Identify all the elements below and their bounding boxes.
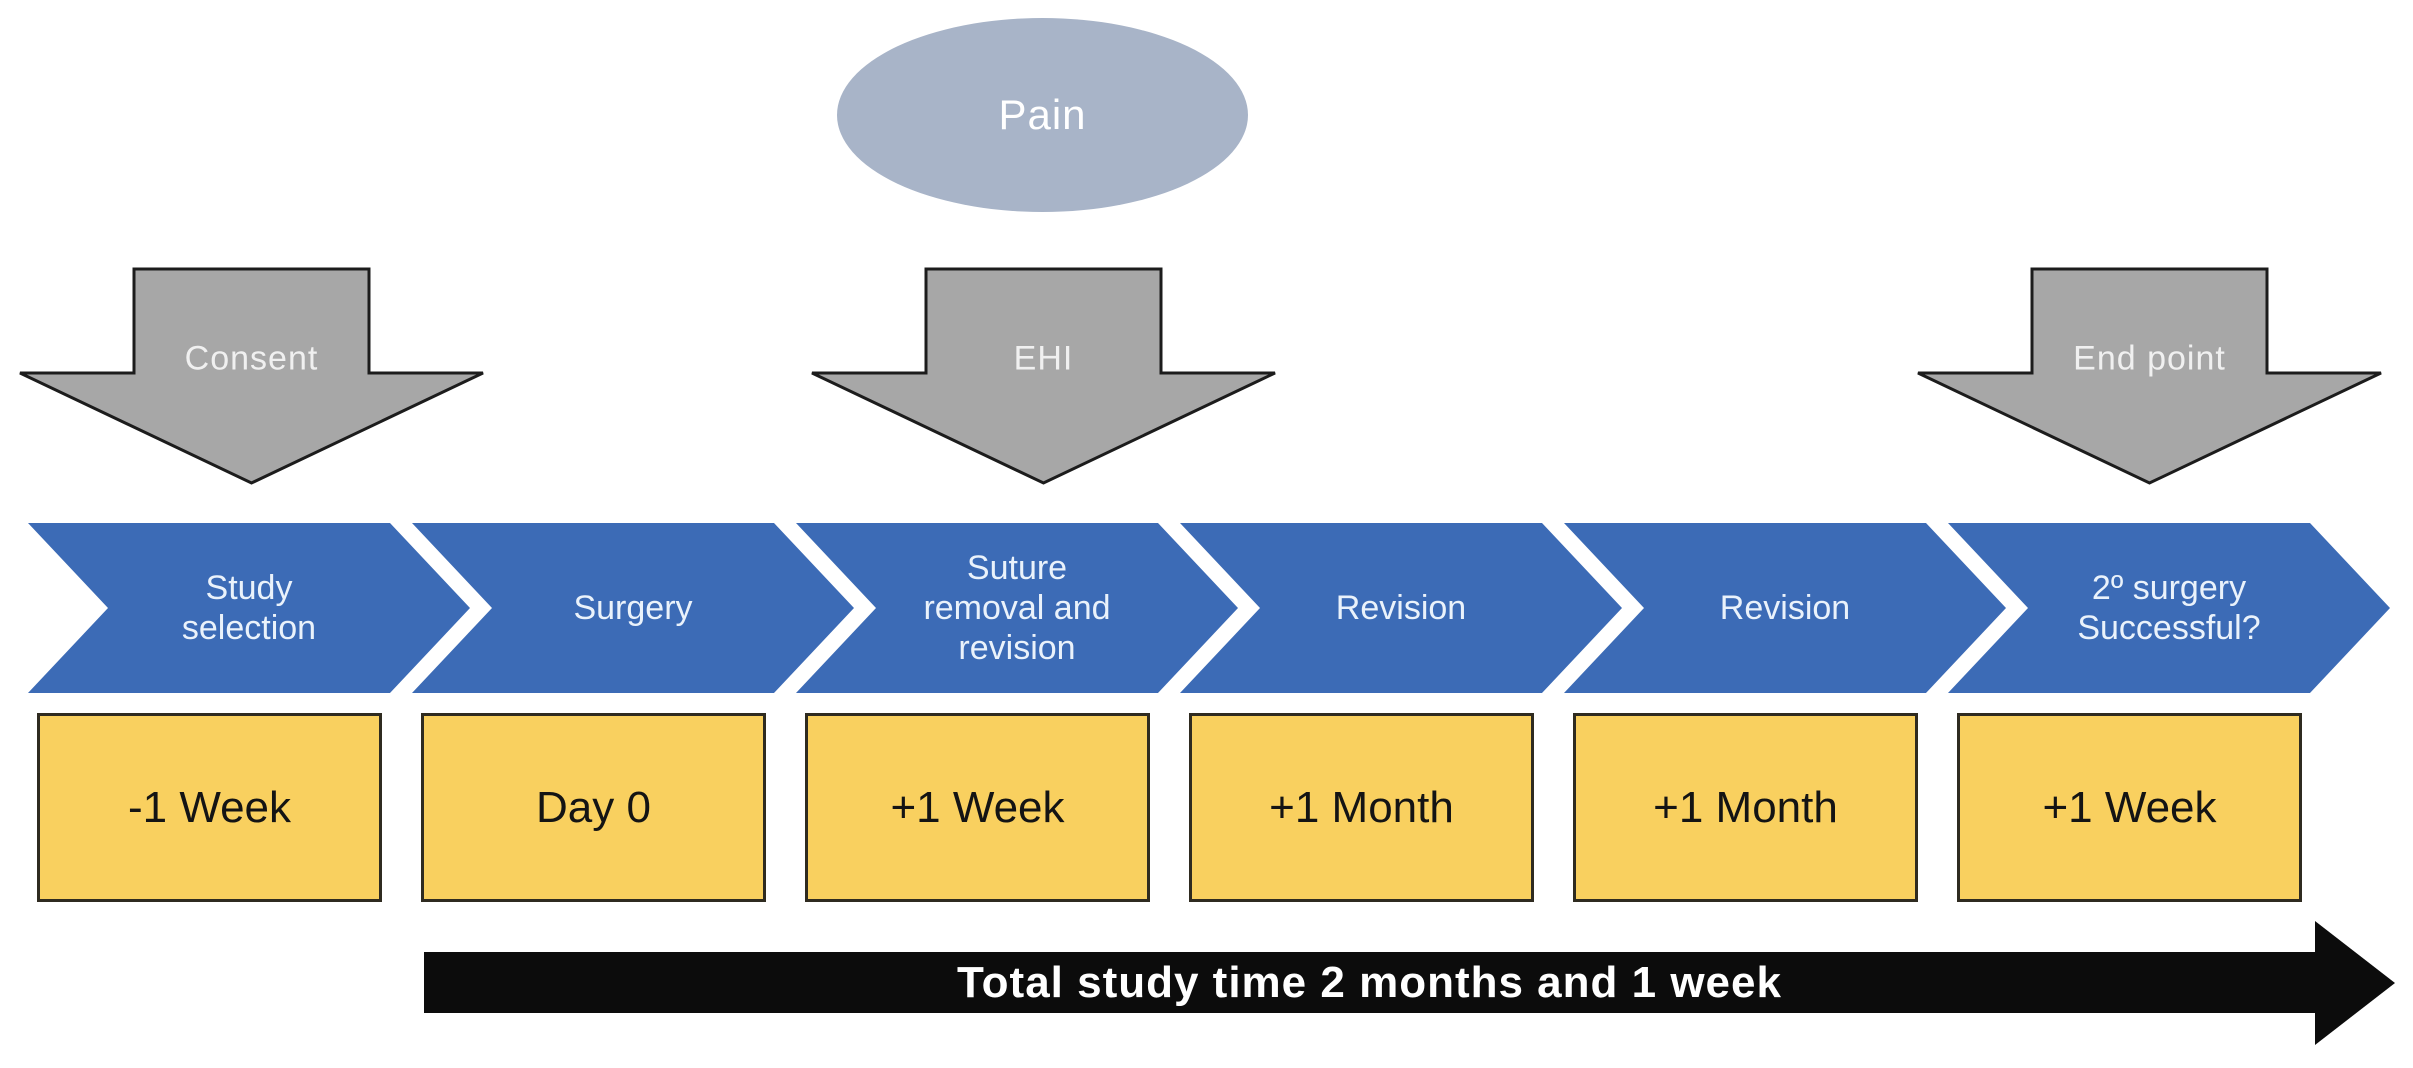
time-box-plus-1-week-2: +1 Week: [1957, 713, 2302, 902]
time-label: Day 0: [536, 782, 651, 832]
time-label: +1 Month: [1269, 782, 1454, 832]
stage-label: Revision: [1335, 588, 1467, 627]
stage-label: Study selection: [181, 568, 317, 647]
right-arrowhead-icon: [2315, 921, 2395, 1045]
ehi-label: EHI: [1013, 339, 1074, 378]
stage-label: Suture removal and revision: [923, 548, 1111, 668]
time-label: +1 Week: [2042, 782, 2217, 832]
time-box-plus-1-week: +1 Week: [805, 713, 1150, 902]
down-arrow-icon: [811, 267, 1276, 485]
stage-chevron-suture-removal: Suture removal and revision: [796, 523, 1238, 693]
stage-chevron-surgery: Surgery: [412, 523, 854, 693]
time-label: -1 Week: [127, 782, 292, 832]
total-study-time-arrow: Total study time 2 months and 1 week: [424, 952, 2315, 1013]
time-box-plus-1-month-2: +1 Month: [1573, 713, 1918, 902]
time-label: +1 Week: [890, 782, 1065, 832]
pain-label: Pain: [998, 91, 1087, 138]
down-arrow-icon: [19, 267, 484, 485]
stage-chevron-second-surgery: 2º surgery Successful?: [1948, 523, 2390, 693]
consent-down-arrow: Consent: [18, 267, 485, 485]
stage-label: Revision: [1719, 588, 1851, 627]
endpoint-label: End point: [2073, 339, 2226, 378]
endpoint-down-arrow: End point: [1916, 267, 2383, 485]
consent-label: Consent: [184, 339, 319, 378]
time-label: +1 Month: [1653, 782, 1838, 832]
stage-chevron-revision-1: Revision: [1180, 523, 1622, 693]
pain-ellipse: Pain: [837, 18, 1248, 212]
time-box-plus-1-month: +1 Month: [1189, 713, 1534, 902]
total-study-time-label: Total study time 2 months and 1 week: [957, 957, 1782, 1007]
stage-chevron-study-selection: Study selection: [28, 523, 470, 693]
stage-label: 2º surgery Successful?: [2077, 568, 2261, 647]
time-box-minus-1-week: -1 Week: [37, 713, 382, 902]
time-box-day-0: Day 0: [421, 713, 766, 902]
stage-chevron-revision-2: Revision: [1564, 523, 2006, 693]
ehi-down-arrow: EHI: [810, 267, 1277, 485]
down-arrow-icon: [1917, 267, 2382, 485]
stage-label: Surgery: [573, 588, 693, 627]
